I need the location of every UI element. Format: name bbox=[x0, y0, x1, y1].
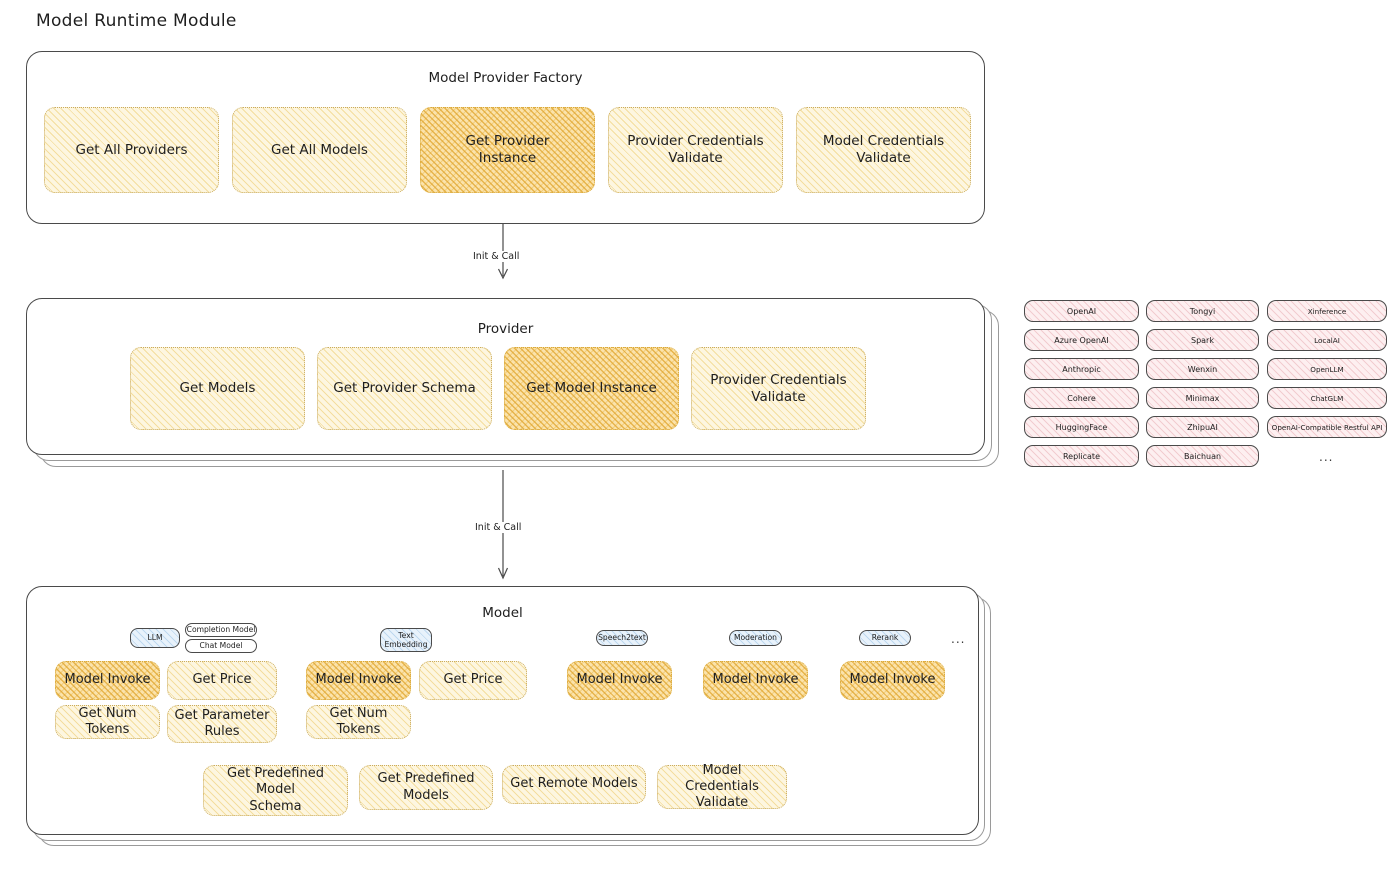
provider-chip[interactable]: OpenAI bbox=[1024, 300, 1139, 322]
pill-subtype-chat-model[interactable]: Chat Model bbox=[185, 639, 257, 653]
node-moderation-model-invoke[interactable]: Model Invoke bbox=[703, 661, 808, 700]
provider-chip[interactable]: ZhipuAI bbox=[1146, 416, 1259, 438]
arrow-factory-to-provider bbox=[497, 224, 509, 280]
pill-model-type-moderation[interactable]: Moderation bbox=[729, 630, 782, 646]
page-title: Model Runtime Module bbox=[36, 11, 237, 31]
provider-chip[interactable]: LocalAI bbox=[1267, 329, 1387, 351]
node-rerank-model-invoke[interactable]: Model Invoke bbox=[840, 661, 945, 700]
arrow-label-init-call-1: Init & Call bbox=[470, 251, 523, 262]
provider-chip[interactable]: ChatGLM bbox=[1267, 387, 1387, 409]
provider-chip[interactable]: Replicate bbox=[1024, 445, 1139, 467]
node-llm-get-num-tokens[interactable]: Get Num Tokens bbox=[55, 705, 160, 739]
provider-label: Provider bbox=[477, 321, 534, 337]
provider-chip[interactable]: Azure OpenAI bbox=[1024, 329, 1139, 351]
node-get-model-instance[interactable]: Get Model Instance bbox=[504, 347, 679, 430]
pill-subtype-completion-model[interactable]: Completion Model bbox=[185, 623, 257, 637]
provider-list-more-ellipsis: ... bbox=[1319, 450, 1334, 464]
pill-model-type-rerank[interactable]: Rerank bbox=[859, 630, 911, 646]
model-label: Model bbox=[482, 605, 523, 621]
provider-chip[interactable]: HuggingFace bbox=[1024, 416, 1139, 438]
arrow-label-init-call-2: Init & Call bbox=[472, 522, 525, 533]
provider-chip[interactable]: Cohere bbox=[1024, 387, 1139, 409]
node-get-all-models[interactable]: Get All Models bbox=[232, 107, 407, 193]
node-text-embedding-get-num-tokens[interactable]: Get Num Tokens bbox=[306, 705, 411, 739]
node-llm-get-price[interactable]: Get Price bbox=[167, 661, 277, 700]
provider-chip[interactable]: Xinference bbox=[1267, 300, 1387, 322]
model-provider-factory-label: Model Provider Factory bbox=[428, 70, 583, 86]
provider-chip[interactable]: Spark bbox=[1146, 329, 1259, 351]
provider-chip[interactable]: OpenAI-Compatible Restful API bbox=[1267, 416, 1387, 438]
provider-chip[interactable]: Minimax bbox=[1146, 387, 1259, 409]
node-get-remote-models[interactable]: Get Remote Models bbox=[502, 765, 646, 804]
node-get-provider-schema[interactable]: Get Provider Schema bbox=[317, 347, 492, 430]
provider-chip[interactable]: OpenLLM bbox=[1267, 358, 1387, 380]
provider-chip[interactable]: Tongyi bbox=[1146, 300, 1259, 322]
node-get-all-providers[interactable]: Get All Providers bbox=[44, 107, 219, 193]
pill-model-type-llm[interactable]: LLM bbox=[130, 628, 180, 648]
pill-model-type-speech2text[interactable]: Speech2text bbox=[596, 630, 648, 646]
node-text-embedding-model-invoke[interactable]: Model Invoke bbox=[306, 661, 411, 700]
node-get-models[interactable]: Get Models bbox=[130, 347, 305, 430]
provider-chip[interactable]: Wenxin bbox=[1146, 358, 1259, 380]
node-text-embedding-get-price[interactable]: Get Price bbox=[419, 661, 527, 700]
provider-chip[interactable]: Anthropic bbox=[1024, 358, 1139, 380]
node-llm-model-invoke[interactable]: Model Invoke bbox=[55, 661, 160, 700]
model-types-more-ellipsis: ... bbox=[951, 632, 966, 646]
node-speech2text-model-invoke[interactable]: Model Invoke bbox=[567, 661, 672, 700]
provider-chip[interactable]: Baichuan bbox=[1146, 445, 1259, 467]
